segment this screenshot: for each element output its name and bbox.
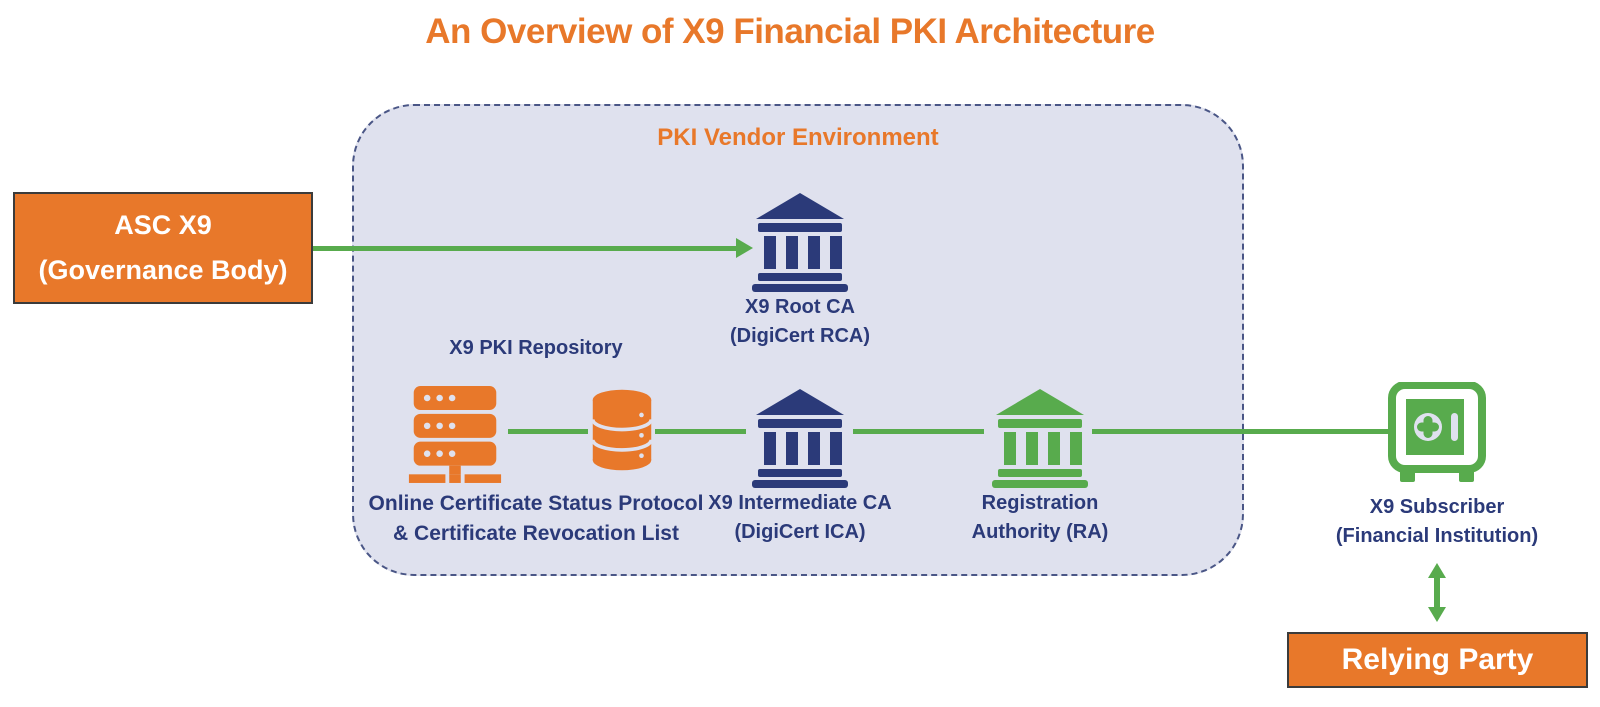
pki-vendor-environment-container (352, 104, 1244, 576)
relying-party-label: Relying Party (1341, 643, 1534, 676)
asc-x9-box: ASC X9 (Governance Body) (13, 192, 313, 304)
asc-x9-line1: ASC X9 (114, 210, 212, 240)
subscriber-line1: X9 Subscriber (1369, 496, 1505, 518)
server-icon (407, 384, 503, 489)
repository-caption-line1: Online Certificate Status Protocol (368, 492, 704, 515)
arrowhead-down-icon (1428, 607, 1446, 622)
intermediate-ca-line2: (DigiCert ICA) (734, 521, 866, 543)
subscriber-label: X9 Subscriber (Financial Institution) (1307, 493, 1567, 551)
repository-caption-line2: & Certificate Revocation List (393, 522, 679, 545)
safe-icon (1387, 381, 1487, 491)
pki-vendor-environment-label: PKI Vendor Environment (657, 124, 939, 151)
database-icon (591, 388, 653, 477)
connector-ica-to-ra (853, 429, 984, 434)
root-ca-label: X9 Root CA (DigiCert RCA) (700, 293, 900, 351)
bank-icon (750, 192, 850, 297)
connector-server-to-database (508, 429, 588, 434)
repository-title: X9 PKI Repository (449, 337, 623, 359)
repository-caption: Online Certificate Status Protocol & Cer… (366, 489, 706, 549)
arrowhead-right-icon (736, 238, 753, 258)
connector-ra-to-subscriber (1092, 429, 1388, 434)
asc-x9-line2: (Governance Body) (38, 255, 288, 285)
bank-icon (750, 388, 850, 493)
subscriber-line2: (Financial Institution) (1335, 525, 1539, 547)
registration-authority-label: Registration Authority (RA) (940, 489, 1140, 547)
root-ca-line1: X9 Root CA (745, 296, 855, 318)
connector-database-to-ica (655, 429, 746, 434)
page-title: An Overview of X9 Financial PKI Architec… (425, 12, 1155, 51)
relying-party-box: Relying Party (1287, 632, 1588, 688)
intermediate-ca-line1: X9 Intermediate CA (708, 492, 892, 514)
connector-asc-to-rootca (313, 246, 737, 251)
registration-authority-line1: Registration (981, 492, 1099, 514)
intermediate-ca-label: X9 Intermediate CA (DigiCert ICA) (685, 489, 915, 547)
registration-authority-line2: Authority (RA) (971, 521, 1109, 543)
connector-subscriber-to-relying-party (1434, 577, 1440, 607)
bank-icon (990, 388, 1090, 493)
arrowhead-up-icon (1428, 563, 1446, 578)
root-ca-line2: (DigiCert RCA) (730, 325, 870, 347)
